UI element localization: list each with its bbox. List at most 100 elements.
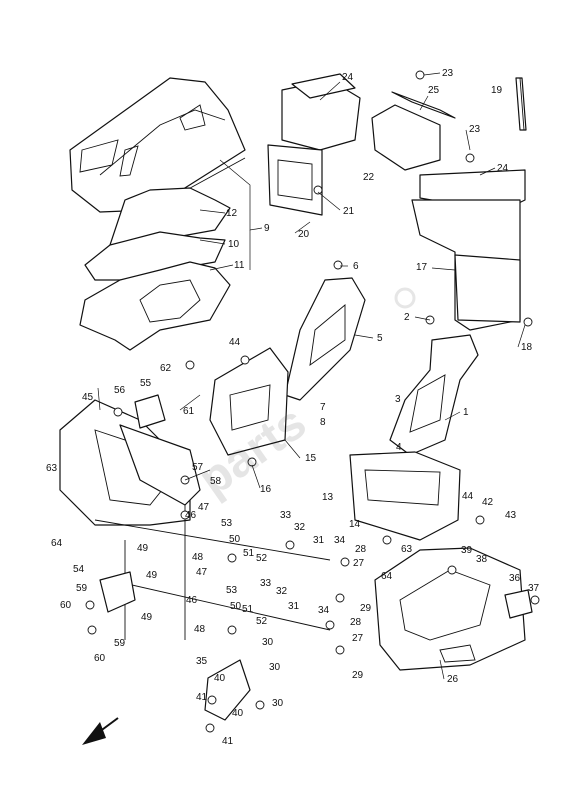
callout: 40 [232,708,244,719]
callout: 34 [318,605,330,616]
callout: 51 [243,548,255,559]
callout: 27 [353,558,365,569]
callout: 26 [447,674,459,685]
front-direction-arrow-icon [82,717,119,745]
callout: 41 [196,692,208,703]
callout: 13 [322,492,334,503]
callout: 48 [192,552,204,563]
callout: 22 [363,172,375,183]
callout: 50 [230,601,242,612]
callout: 6 [353,261,359,272]
callout: 23 [469,124,481,135]
bracket-54 [99,571,136,613]
callout: 60 [94,653,106,664]
callout: 29 [352,670,364,681]
callout: 59 [76,583,88,594]
callout: 14 [349,519,361,530]
callout: 52 [256,616,268,627]
callout: 44 [229,337,241,348]
cross-bars [94,505,331,640]
floor-mats [79,187,231,351]
callout: 64 [381,571,393,582]
callout: 31 [288,601,300,612]
callout: 51 [242,604,254,615]
callout: 53 [226,585,238,596]
callout: 37 [528,583,540,594]
callout: 58 [210,476,222,487]
callout: 47 [196,567,208,578]
callout: 19 [491,85,503,96]
callout: 38 [476,554,488,565]
callout: 64 [51,538,63,549]
callout: 48 [194,624,206,635]
callout: 33 [260,578,272,589]
bracket-35 [204,659,251,721]
callout: 31 [313,535,325,546]
callout: 1 [463,407,469,418]
callout: 30 [269,662,281,673]
callout: 32 [276,586,288,597]
left-guard-45 [59,399,191,526]
callout: 21 [343,206,355,217]
callout: 56 [114,385,126,396]
callout: 7 [320,402,326,413]
callout: 20 [298,229,310,240]
callout: 52 [256,553,268,564]
callout: 49 [146,570,158,581]
callout: 34 [334,535,346,546]
callout: 23 [442,68,454,79]
callout: 63 [401,544,413,555]
callout: 46 [185,510,197,521]
callout: 16 [260,484,272,495]
callout: 2 [404,312,410,323]
callout: 43 [505,510,517,521]
callout: 50 [229,534,241,545]
callout: 46 [186,595,198,606]
callout: 62 [160,363,172,374]
callout: 24 [497,163,509,174]
callout: 12 [226,208,238,219]
callout: 32 [294,522,306,533]
callout: 33 [280,510,292,521]
callout: 45 [82,392,94,403]
fasteners [85,70,540,733]
callout: 63 [46,463,58,474]
callout: 57 [192,462,204,473]
callout: 4 [396,442,402,453]
callout: 9 [264,223,270,234]
callout: 28 [355,544,367,555]
callout: 28 [350,617,362,628]
callout: 30 [262,637,274,648]
callout: 25 [428,85,440,96]
callout: 35 [196,656,208,667]
callout: 49 [141,612,153,623]
callout: 17 [416,262,428,273]
leader-lines [97,72,526,680]
callout: 30 [272,698,284,709]
callout: 36 [509,573,521,584]
cable-tie-19 [519,77,525,131]
callout: 53 [221,518,233,529]
callout: 44 [462,491,474,502]
callout: 61 [183,406,195,417]
callout: 49 [137,543,149,554]
callout: 40 [214,673,226,684]
callout: 47 [198,502,210,513]
callout: 3 [395,394,401,405]
bracket-13 [349,451,461,541]
callout: 41 [222,736,234,747]
block-55 [134,394,166,429]
bracket-36 [504,589,533,619]
callout: 59 [114,638,126,649]
side-panel-1 [389,334,479,456]
callout: 10 [228,239,240,250]
callout: 39 [461,545,473,556]
callout: 15 [305,453,317,464]
right-guard-26 [374,547,526,671]
callout: 29 [360,603,372,614]
callout: 8 [320,417,326,428]
callout: 18 [521,342,533,353]
side-panel-5 [284,277,366,401]
callout: 5 [377,333,383,344]
callout: 24 [342,72,354,83]
